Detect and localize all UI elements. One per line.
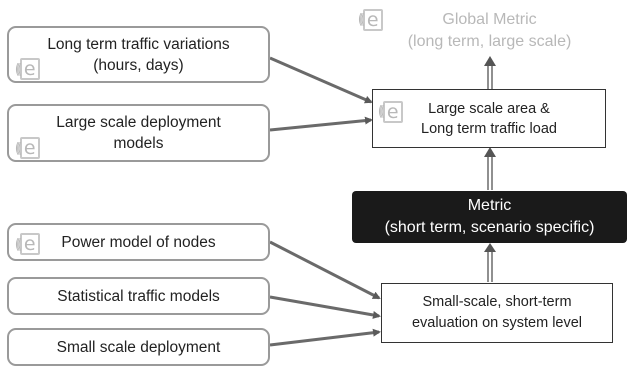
global-metric-box: (((e Global Metric (long term, large sca… bbox=[352, 6, 627, 56]
traffic-models-label: Statistical traffic models bbox=[57, 287, 220, 305]
small-scale-line1: Small-scale, short-term bbox=[422, 294, 572, 310]
global-metric-subtitle: (long term, large scale) bbox=[407, 33, 572, 50]
logo-icon: (((e bbox=[15, 233, 40, 255]
metric-title: Metric bbox=[467, 197, 512, 214]
input-deployment-models: (((e Large scale deployment models bbox=[7, 104, 270, 162]
large-scale-line1: Large scale area & bbox=[428, 100, 550, 117]
deployment-models-line1: Large scale deployment bbox=[56, 114, 221, 131]
large-scale-box: (((e Large scale area & Long term traffi… bbox=[372, 89, 606, 148]
arrow-power-model bbox=[269, 240, 381, 300]
metric-box: Metric (short term, scenario specific) bbox=[352, 191, 627, 243]
power-model-label: Power model of nodes bbox=[61, 233, 216, 251]
logo-icon: (((e bbox=[378, 101, 403, 123]
deployment-models-line2: models bbox=[113, 135, 164, 152]
arrow-large-to-global bbox=[484, 56, 496, 89]
small-scale-line2: evaluation on system level bbox=[411, 315, 583, 331]
arrow-small-deployment bbox=[269, 328, 381, 347]
logo-icon: (((e bbox=[15, 58, 40, 80]
arrow-metric-to-large bbox=[484, 147, 496, 190]
large-scale-line2: Long term traffic load bbox=[421, 120, 557, 137]
arrow-traffic-variations bbox=[269, 56, 373, 104]
input-small-deployment: Small scale deployment bbox=[7, 328, 270, 366]
arrow-deployment-models bbox=[269, 116, 373, 132]
arrow-small-to-metric bbox=[484, 243, 496, 282]
global-metric-title: Global Metric bbox=[442, 11, 537, 28]
traffic-variations-line2: (hours, days) bbox=[93, 56, 184, 74]
small-scale-box: Small-scale, short-term evaluation on sy… bbox=[381, 283, 613, 343]
traffic-variations-line1: Long term traffic variations bbox=[47, 35, 230, 53]
input-power-model: (((e Power model of nodes bbox=[7, 223, 270, 261]
logo-icon: (((e bbox=[15, 137, 40, 159]
small-deployment-label: Small scale deployment bbox=[56, 338, 221, 356]
logo-icon: (((e bbox=[358, 9, 383, 31]
metric-subtitle: (short term, scenario specific) bbox=[384, 219, 595, 236]
arrow-traffic-models bbox=[269, 295, 381, 319]
input-traffic-variations: (((e Long term traffic variations (hours… bbox=[7, 26, 270, 83]
input-traffic-models: Statistical traffic models bbox=[7, 277, 270, 315]
